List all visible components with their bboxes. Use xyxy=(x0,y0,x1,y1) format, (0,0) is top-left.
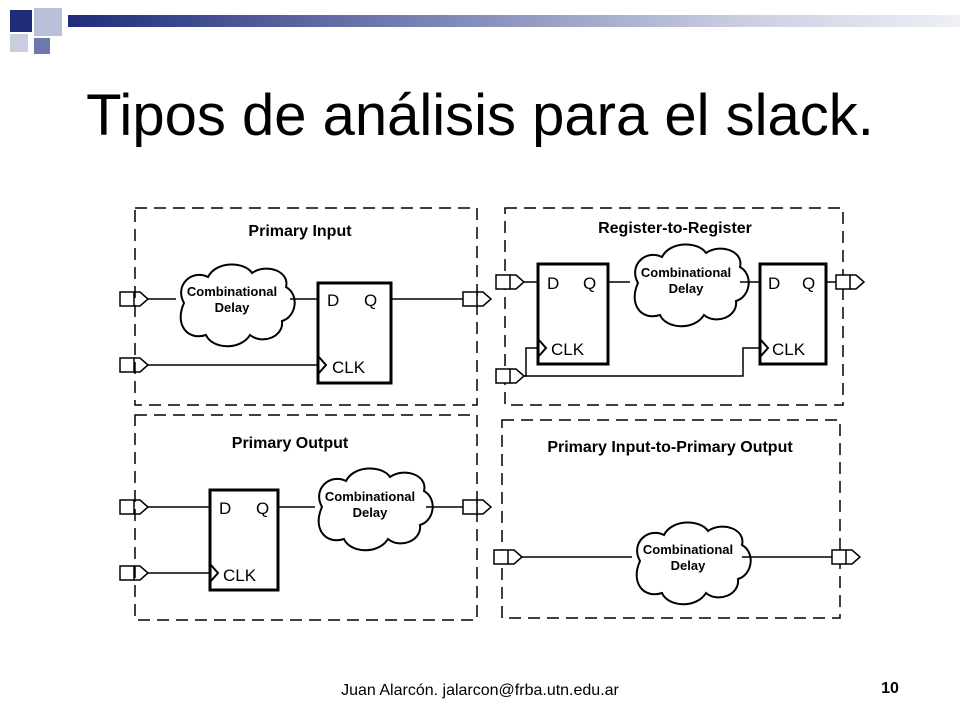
decorative-square-mid xyxy=(34,38,50,54)
svg-text:Q: Q xyxy=(802,274,815,293)
panel-register-to-register: Register-to-Register D Q CLK Combination… xyxy=(495,207,866,406)
panel-title: Primary Output xyxy=(232,435,349,452)
flip-flop: D Q CLK xyxy=(208,488,280,592)
svg-text:Combinational: Combinational xyxy=(325,489,415,504)
panel-primary-input: Primary Input Combinational Delay D Q CL… xyxy=(119,207,493,406)
panel-input-to-output: Primary Input-to-Primary Output Combinat… xyxy=(493,419,862,619)
panel-primary-output: Primary Output D Q CLK Combinational Del… xyxy=(119,414,493,621)
page-number: 10 xyxy=(881,680,899,697)
output-port xyxy=(831,549,862,565)
svg-text:Combinational: Combinational xyxy=(641,265,731,280)
timing-paths-diagram: Primary Input Combinational Delay D Q CL… xyxy=(119,207,866,621)
decorative-square-light xyxy=(10,34,28,52)
svg-text:Q: Q xyxy=(583,274,596,293)
decorative-square-dark xyxy=(10,10,32,32)
panel-title: Primary Input xyxy=(248,223,352,240)
svg-text:CLK: CLK xyxy=(223,566,257,585)
svg-text:Delay: Delay xyxy=(671,558,706,573)
flip-flop: D Q CLK xyxy=(536,262,610,366)
combinational-delay-cloud: Combinational Delay xyxy=(317,467,434,552)
output-port xyxy=(462,291,493,307)
output-port xyxy=(462,499,493,515)
svg-text:D: D xyxy=(768,274,780,293)
input-port xyxy=(119,291,150,307)
svg-text:Delay: Delay xyxy=(669,281,704,296)
decorative-header-bar xyxy=(68,15,960,27)
decorative-square-light xyxy=(34,8,62,36)
input-port xyxy=(493,549,524,565)
combinational-delay-cloud: Combinational Delay xyxy=(635,521,752,606)
svg-text:Delay: Delay xyxy=(353,505,388,520)
input-port xyxy=(495,368,526,384)
slide-title: Tipos de análisis para el slack. xyxy=(86,83,874,148)
svg-text:Delay: Delay xyxy=(215,300,250,315)
svg-text:Combinational: Combinational xyxy=(187,284,277,299)
panel-title: Register-to-Register xyxy=(598,220,752,237)
output-port xyxy=(835,274,866,290)
panel-title: Primary Input-to-Primary Output xyxy=(547,439,793,456)
slide-footer: Juan Alarcón. jalarcon@frba.utn.edu.ar xyxy=(341,682,619,699)
svg-text:Q: Q xyxy=(256,499,269,518)
input-port xyxy=(119,565,150,581)
combinational-delay-cloud: Combinational Delay xyxy=(633,243,750,328)
svg-text:Q: Q xyxy=(364,291,377,310)
svg-text:D: D xyxy=(327,291,339,310)
svg-text:D: D xyxy=(219,499,231,518)
flip-flop: D Q CLK xyxy=(758,262,828,366)
input-port xyxy=(119,357,150,373)
input-port xyxy=(119,499,150,515)
input-port xyxy=(495,274,526,290)
svg-text:CLK: CLK xyxy=(772,340,806,359)
svg-text:D: D xyxy=(547,274,559,293)
svg-text:CLK: CLK xyxy=(551,340,585,359)
svg-text:Combinational: Combinational xyxy=(643,542,733,557)
svg-text:CLK: CLK xyxy=(332,358,366,377)
combinational-delay-cloud: Combinational Delay xyxy=(179,263,296,348)
flip-flop: D Q CLK xyxy=(316,281,393,385)
